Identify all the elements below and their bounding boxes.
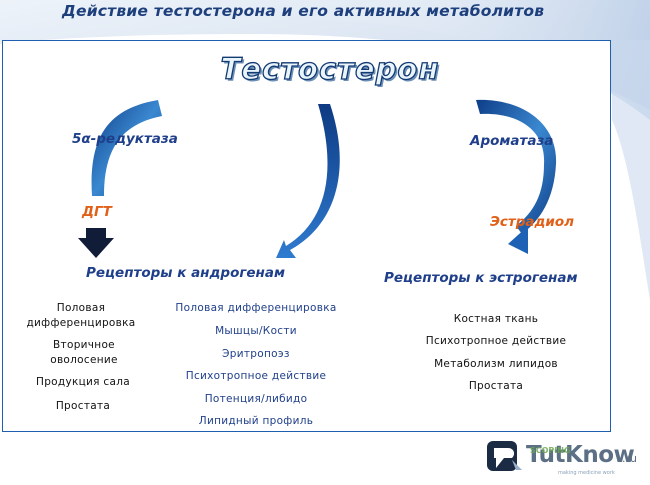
logo-tld: .ru xyxy=(622,452,637,465)
down-arrow-icon xyxy=(78,228,114,258)
logo-overlay-text: SCOPING xyxy=(530,446,571,455)
slide-title: Действие тестостерона и его активных мет… xyxy=(62,2,545,20)
metabolite-dht: ДГТ xyxy=(82,204,112,220)
estrogen-effect-item: Метаболизм липидов xyxy=(434,358,558,370)
estrogen-effect-item: Простата xyxy=(468,380,524,392)
testosterone-effect-item: Потенция/либидо xyxy=(204,393,308,405)
dht-effect-item: Вторичное оволосение xyxy=(50,339,118,366)
estrogen-effect-item: Костная ткань xyxy=(453,313,539,325)
dht-effect-item: Продукция сала xyxy=(36,376,130,388)
androgen-receptors-label: Рецепторы к андрогенам xyxy=(86,265,286,281)
curved-arrow-icon xyxy=(476,99,557,254)
dht-effect-item: Простата xyxy=(55,400,111,412)
testosterone-effect-item: Эритропоэз xyxy=(222,348,290,360)
estrogen-receptors-label: Рецепторы к эстрогенам xyxy=(384,270,578,286)
testosterone-effect-item: Психотропное действие xyxy=(185,370,327,382)
logo-mark-icon xyxy=(487,441,522,471)
enzyme-aromatase: Ароматаза xyxy=(470,133,554,149)
metabolite-estradiol: Эстрадиол xyxy=(490,214,575,230)
tutknow-logo[interactable]: TutKnow SCOPING .ru making medicine work xyxy=(486,440,646,478)
dht-effect-item: Половая дифференцировка xyxy=(26,302,136,329)
estrogen-effect-item: Психотропное действие xyxy=(425,335,567,347)
enzyme-5a-reductase: 5α-редуктаза xyxy=(72,131,178,147)
curved-arrow-icon xyxy=(91,100,162,196)
logo-slogan: making medicine work xyxy=(558,470,615,476)
logo-brand: TutKnow xyxy=(526,442,635,468)
main-title-testosterone: Тестостерон xyxy=(220,51,440,86)
curved-arrow-icon xyxy=(276,104,340,258)
testosterone-effect-item: Липидный профиль xyxy=(198,415,314,427)
testosterone-effect-item: Мышцы/Кости xyxy=(215,325,297,337)
testosterone-effect-item: Половая дифференцировка xyxy=(175,302,337,314)
